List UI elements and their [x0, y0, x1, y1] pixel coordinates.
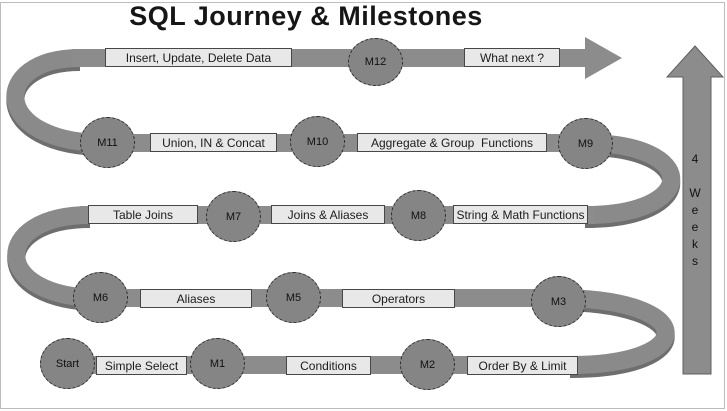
curve-right-middle	[584, 134, 681, 224]
milestone-m12: M12	[348, 38, 403, 86]
topic-what-next: What next ?	[464, 48, 560, 67]
topic-aliases: Aliases	[140, 289, 252, 308]
milestone-m10: M10	[290, 116, 345, 167]
ribbon-curves	[6, 49, 681, 374]
topic-conditions: Conditions	[286, 356, 371, 375]
curve-right-bottom	[554, 289, 675, 374]
timeline-label: 4 Weeks	[688, 152, 702, 271]
milestone-start: Start	[40, 338, 95, 389]
page-title: SQL Journey & Milestones	[129, 1, 483, 31]
milestone-m2: M2	[400, 339, 455, 390]
milestone-m5: M5	[266, 272, 321, 323]
topic-string-math-functions: String & Math Functions	[453, 205, 588, 224]
topic-simple-select: Simple Select	[96, 356, 187, 375]
topic-union-in-concat: Union, IN & Concat	[150, 133, 277, 152]
milestone-m3: M3	[531, 276, 586, 327]
milestone-m11: M11	[80, 117, 135, 168]
topic-operators: Operators	[342, 289, 455, 308]
milestone-m8: M8	[391, 190, 446, 241]
curve-left-middle	[7, 206, 101, 307]
topic-order-by-limit: Order By & Limit	[467, 356, 578, 375]
topic-insert-update-delete: Insert, Update, Delete Data	[105, 48, 292, 67]
flow-arrow-icon	[585, 37, 622, 79]
topic-joins-aliases: Joins & Aliases	[271, 205, 385, 224]
milestone-m6: M6	[73, 272, 128, 323]
milestone-m7: M7	[206, 191, 261, 242]
timeline-arrow-icon	[665, 45, 725, 375]
topic-aggregate-group-functions: Aggregate & Group Functions	[357, 133, 547, 152]
milestone-m9: M9	[558, 118, 613, 169]
curve-left-top	[6, 49, 106, 152]
milestone-m1: M1	[190, 338, 245, 389]
topic-table-joins: Table Joins	[88, 205, 198, 224]
